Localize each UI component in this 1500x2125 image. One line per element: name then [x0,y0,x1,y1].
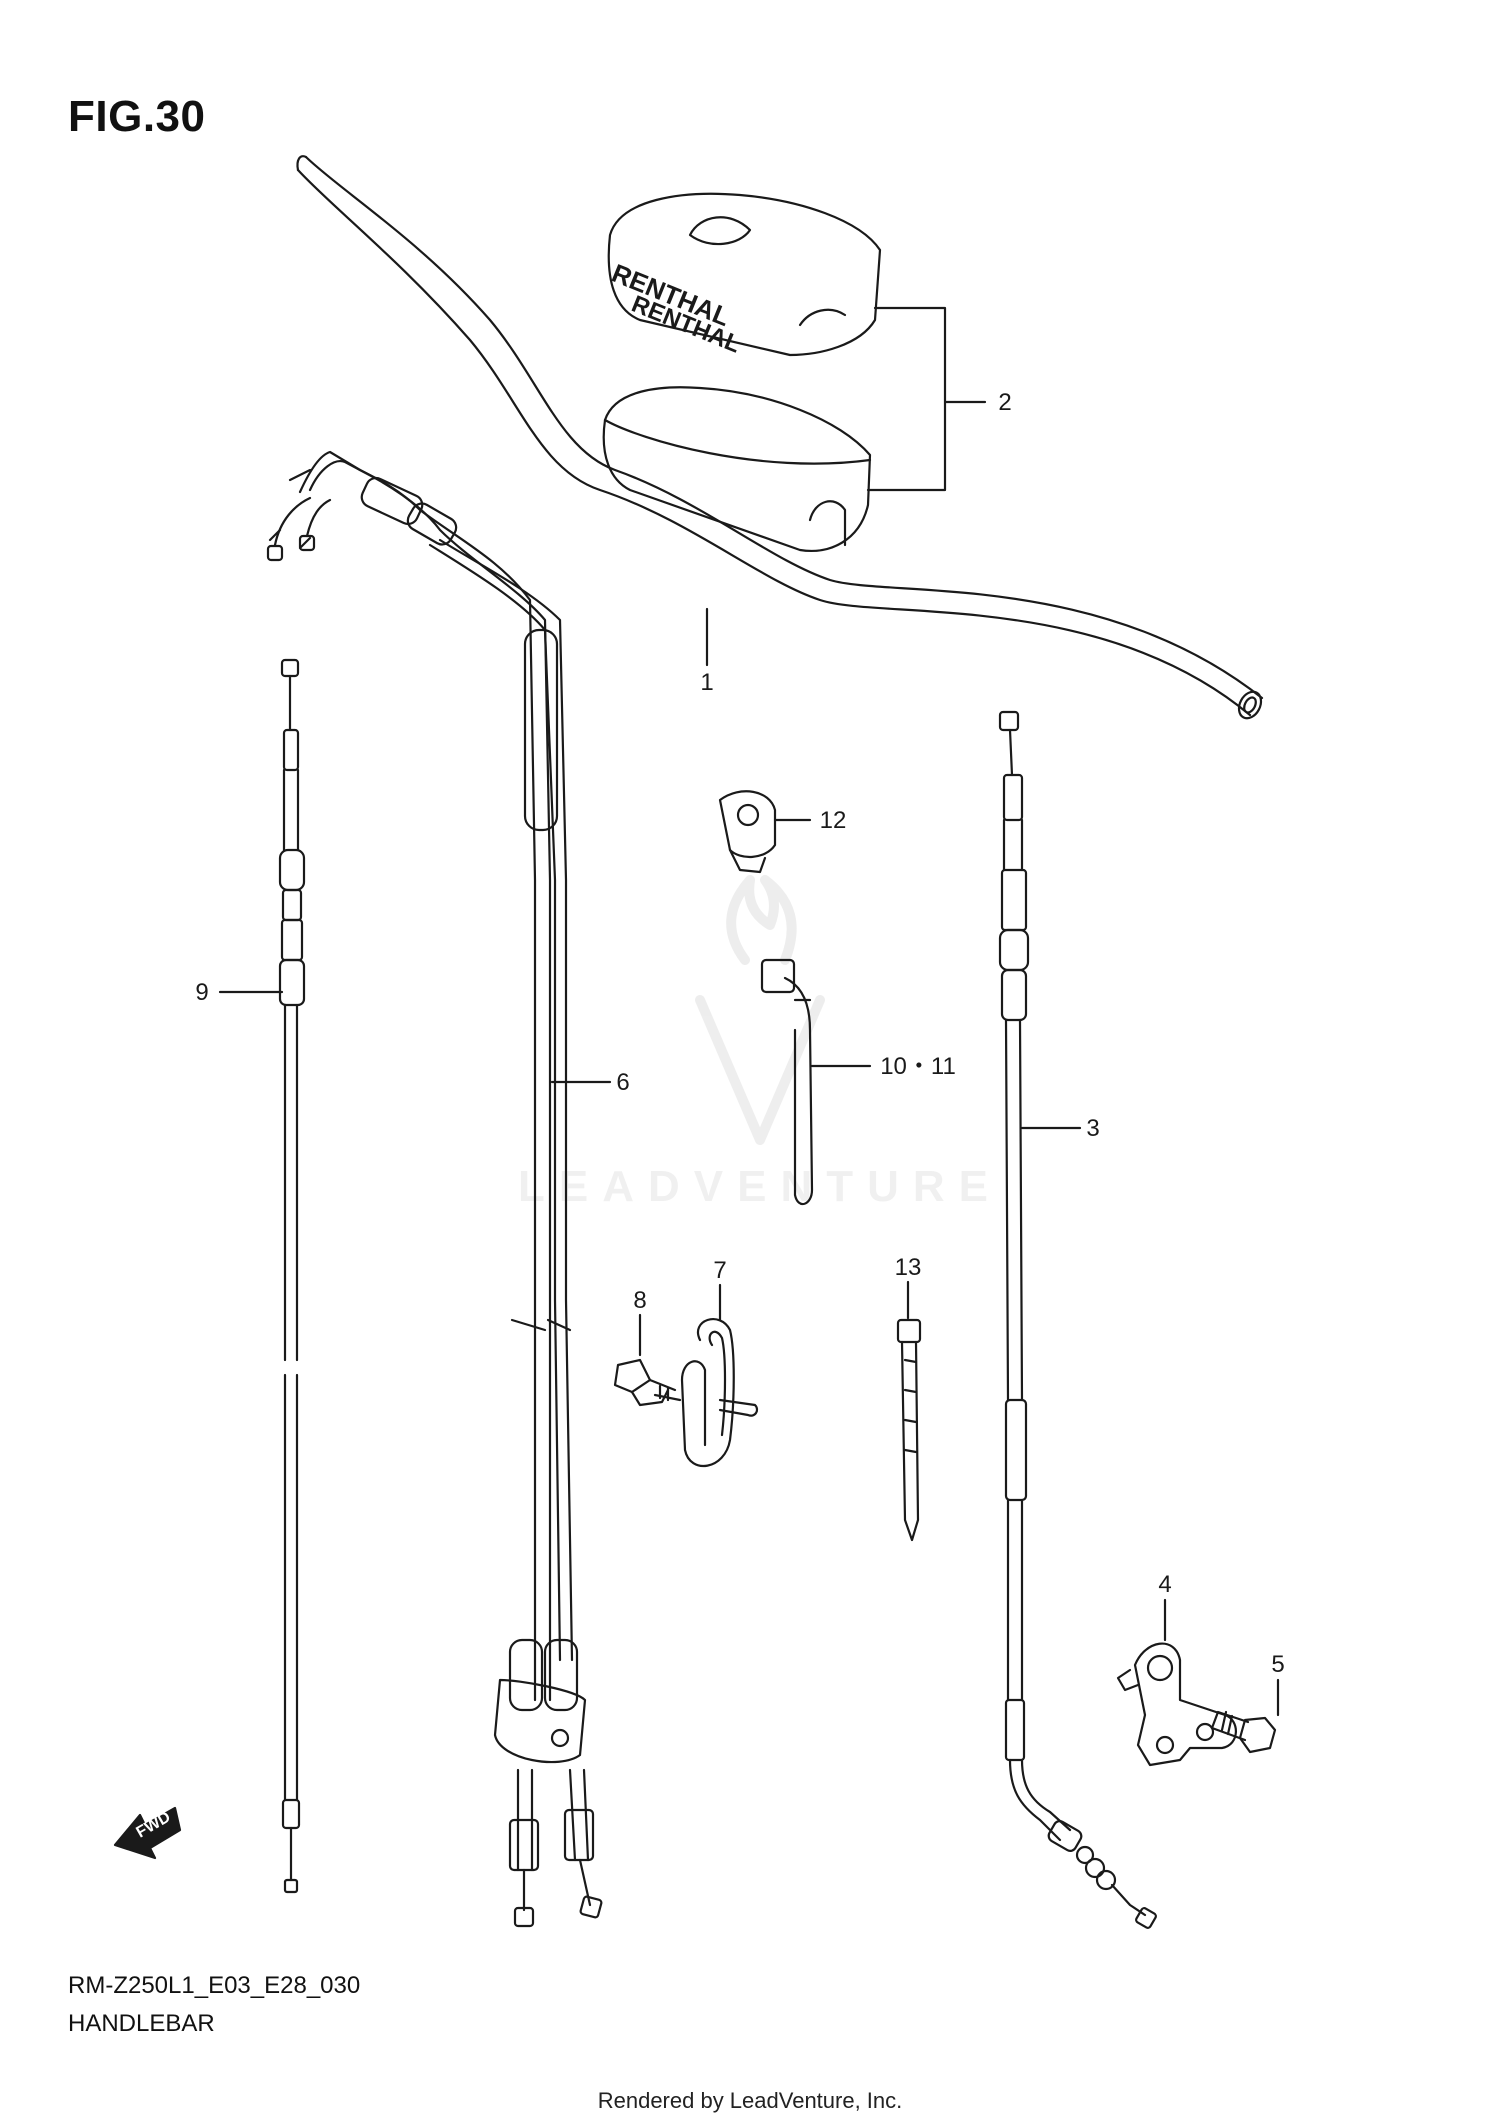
rendered-by-footer: Rendered by LeadVenture, Inc. [597,2088,903,2113]
callout-5: 5 [1271,1651,1284,1678]
callout-10-11: 10・11 [880,1053,956,1080]
model-code: RM-Z250L1_E03_E28_030 [68,1972,361,1999]
leadventure-logo-watermark [695,875,825,1145]
callout-1: 1 [700,669,713,696]
bolt-large [1210,1710,1277,1754]
callout-7: 7 [713,1257,726,1284]
bolt-small [613,1358,682,1407]
callout-13: 13 [895,1254,922,1281]
callout-4: 4 [1158,1571,1171,1598]
forward-direction-arrow: FWD [113,1806,182,1860]
cable-guide [680,1318,759,1468]
cable-tie [896,1318,922,1542]
callout-3: 3 [1086,1115,1099,1142]
handlebar-pad-cover: RENTHAL RENTHAL [607,192,882,359]
cable-bracket [1116,1642,1237,1767]
throttle-cable-assembly [266,450,603,1928]
handlebar-pad-foam [602,386,872,552]
left-control-cable [278,658,306,1894]
leadventure-watermark: LEADVENTURE [517,1162,1003,1211]
callout-8: 8 [633,1287,646,1314]
callout-numbers: 1 2 3 4 5 6 7 8 9 10・11 12 13 [195,389,1284,1678]
callout-6: 6 [616,1069,629,1096]
callout-2: 2 [998,389,1011,416]
figure-title: FIG.30 [68,92,206,141]
callout-9: 9 [195,979,208,1006]
callout-12: 12 [820,807,847,834]
switch-wire [760,958,814,1206]
clamp-clip [718,790,777,874]
section-name: HANDLEBAR [68,2010,215,2037]
handlebar [296,155,1264,720]
right-control-cable [998,710,1157,1929]
callout-bracket-2 [866,306,987,492]
